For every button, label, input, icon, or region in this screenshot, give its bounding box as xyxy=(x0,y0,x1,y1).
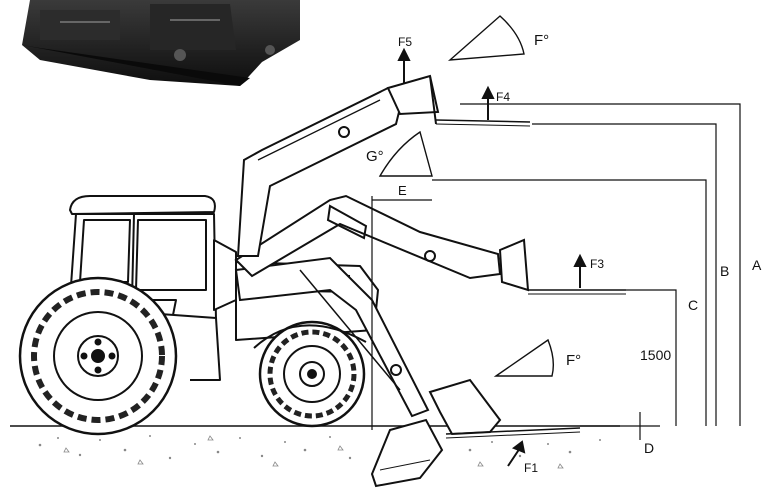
rear-wheel xyxy=(18,276,178,436)
label-f5: F5 xyxy=(398,35,412,49)
diagram-labels: F5 F° F4 G° E F3 A B C F° 1500 D F1 xyxy=(366,32,762,475)
label-g-angle: G° xyxy=(366,148,384,165)
angle-arcs xyxy=(378,15,555,377)
label-f4: F4 xyxy=(496,90,510,104)
force-arrows xyxy=(397,47,587,467)
label-dim-e: E xyxy=(398,183,407,198)
arrow-f5 xyxy=(397,47,411,84)
label-height-1500: 1500 xyxy=(640,347,671,363)
tractor xyxy=(18,195,379,436)
label-f1: F1 xyxy=(524,461,538,475)
front-wheel xyxy=(258,320,366,428)
arrow-f3 xyxy=(573,253,587,288)
loader-arm-lowered xyxy=(234,256,581,488)
label-f-angle-top: F° xyxy=(534,32,549,49)
label-dim-b: B xyxy=(720,263,729,279)
loader-frame-photo xyxy=(22,0,300,86)
label-dim-c: C xyxy=(688,297,698,313)
loader-arm-mid xyxy=(234,194,626,295)
label-f3: F3 xyxy=(590,257,604,271)
label-dim-a: A xyxy=(752,257,762,273)
arrow-f1 xyxy=(507,440,526,467)
label-f-angle-bottom: F° xyxy=(566,352,581,369)
arrow-f4 xyxy=(481,85,495,120)
loader-arm-raised xyxy=(236,74,531,257)
dimension-lines xyxy=(371,103,741,440)
label-dim-d: D xyxy=(644,440,654,456)
